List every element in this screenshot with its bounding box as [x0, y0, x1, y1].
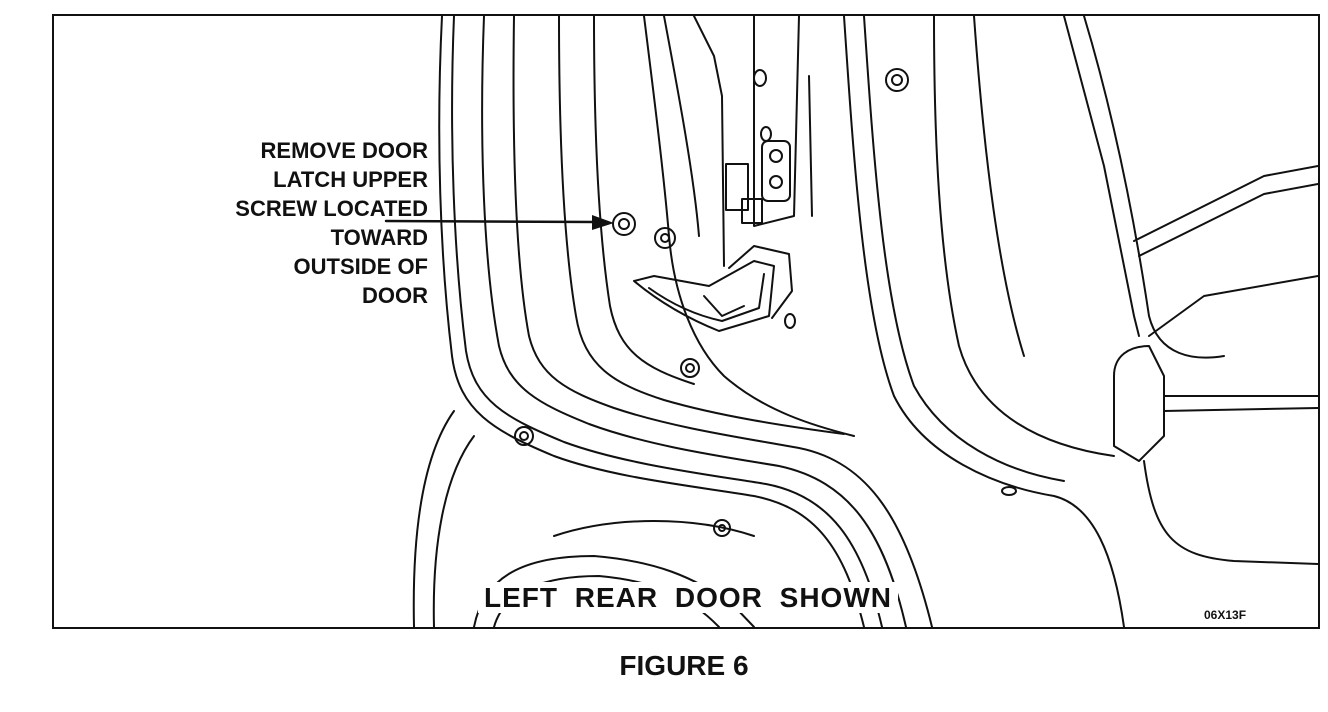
figure-caption: LEFT REAR DOOR SHOWN [54, 582, 1318, 614]
figure-frame: REMOVE DOOR LATCH UPPER SCREW LOCATED TO… [52, 14, 1320, 629]
figure-code: 06X13F [1204, 608, 1247, 622]
callout-line: DOOR [362, 283, 428, 308]
figure-label-text: FIGURE 6 [619, 650, 749, 681]
callout-line: OUTSIDE OF [293, 254, 428, 279]
door-frame-lines [438, 16, 933, 627]
callout-line: REMOVE DOOR [260, 138, 428, 163]
trim-panel [1113, 165, 1318, 565]
latch-mechanism [725, 140, 791, 224]
latch-opening [633, 245, 793, 332]
callout-line: TOWARD [330, 225, 428, 250]
callout-arrow [384, 215, 614, 230]
callout-line: LATCH UPPER [273, 167, 428, 192]
latch-upper-screw [612, 212, 636, 236]
caption-text: LEFT REAR DOOR SHOWN [478, 582, 898, 613]
door-edge-lines [643, 16, 1225, 627]
callout-line: SCREW LOCATED [235, 196, 428, 221]
fastener-holes [514, 68, 1017, 537]
figure-label: FIGURE 6 [0, 650, 1328, 682]
door-latch-illustration [384, 16, 1318, 627]
callout-text: REMOVE DOOR LATCH UPPER SCREW LOCATED TO… [154, 136, 428, 310]
